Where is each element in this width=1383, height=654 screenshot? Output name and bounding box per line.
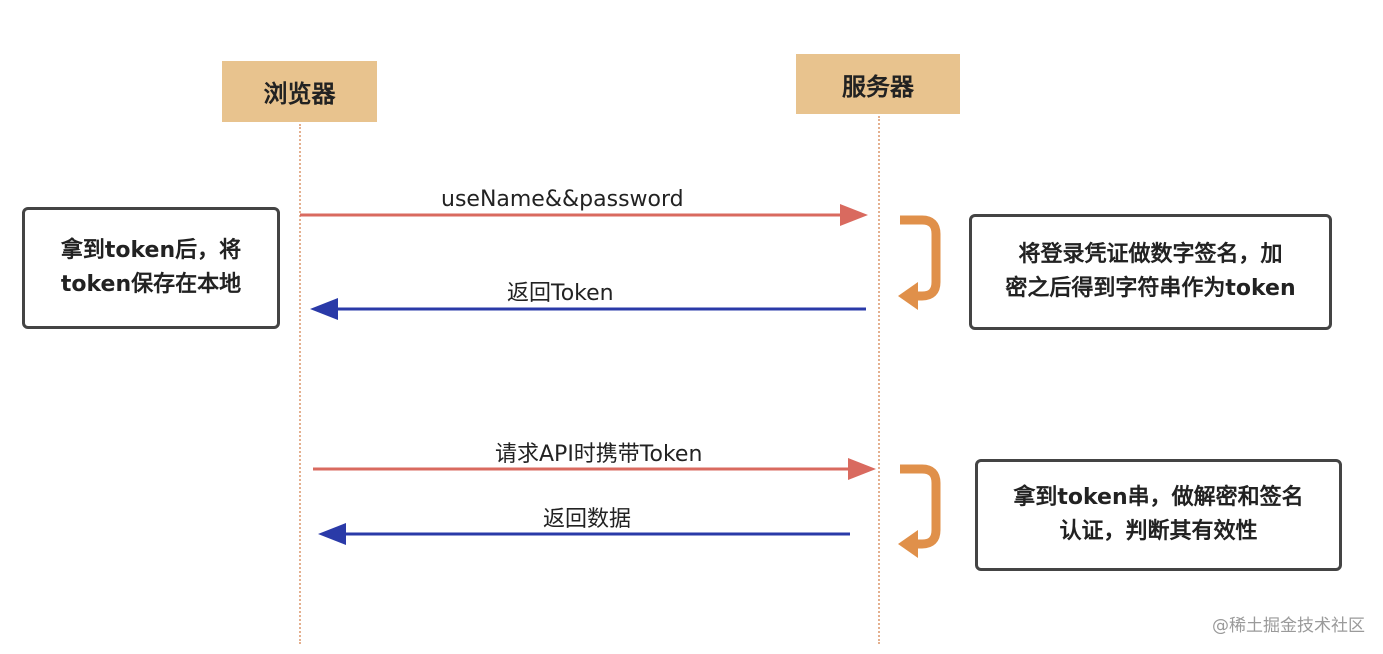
arrowhead-return-data — [318, 523, 346, 545]
lifeline-server — [878, 116, 880, 644]
note-server-verify-line-1: 拿到token串，做解密和签名 — [1013, 485, 1304, 510]
arrowhead-return-token — [310, 298, 338, 320]
self-loop-sign — [900, 215, 941, 301]
note-browser-line-2: token保存在本地 — [60, 272, 242, 297]
label-return-data: 返回数据 — [543, 507, 632, 532]
self-loop-sign-head — [898, 282, 918, 310]
note-server-sign-line-2: 密之后得到字符串作为token — [1005, 276, 1296, 301]
arrowhead-request-api — [848, 458, 876, 480]
note-server-sign-line-1: 将登录凭证做数字签名，加 — [1018, 242, 1283, 267]
actor-server-label: 服务器 — [842, 72, 914, 101]
note-browser-line-1: 拿到token后，将 — [60, 238, 242, 263]
label-username-password: useName&&password — [441, 187, 684, 212]
note-server-verify-token: 拿到token串，做解密和签名 认证，判断其有效性 — [975, 459, 1342, 571]
note-server-sign-token: 将登录凭证做数字签名，加 密之后得到字符串作为token — [969, 214, 1332, 330]
label-request-api: 请求API时携带Token — [495, 442, 703, 467]
actor-browser: 浏览器 — [222, 61, 377, 122]
self-loop-verify-head — [898, 530, 918, 558]
note-browser-store-token: 拿到token后，将 token保存在本地 — [22, 207, 280, 329]
note-server-verify-line-2: 认证，判断其有效性 — [1059, 519, 1258, 544]
lifeline-browser — [299, 124, 301, 644]
arrowhead-username-password — [840, 204, 868, 226]
label-return-token: 返回Token — [507, 281, 614, 306]
watermark: @稀土掘金技术社区 — [1212, 616, 1365, 636]
actor-browser-label: 浏览器 — [263, 80, 336, 108]
actor-server: 服务器 — [796, 54, 960, 114]
self-loop-verify — [900, 464, 941, 549]
